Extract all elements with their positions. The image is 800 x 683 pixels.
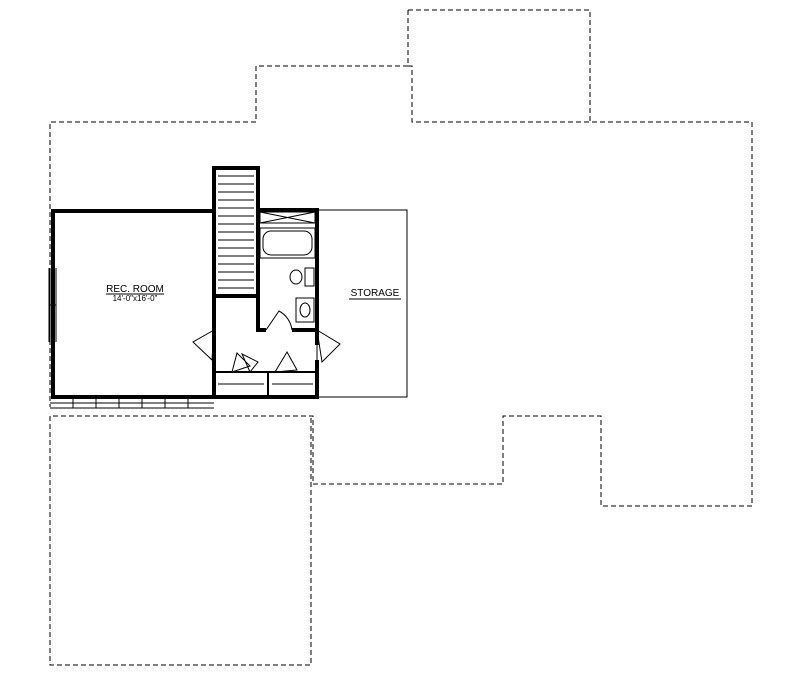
staircase: [212, 166, 260, 298]
rec-room-name: REC. ROOM: [106, 284, 164, 295]
storage-label: STORAGE: [349, 288, 401, 300]
storage-area: [316, 209, 408, 398]
deck-railing: [50, 397, 214, 409]
toilet-icon: [289, 269, 303, 285]
bathroom: [256, 208, 319, 332]
lower-level-outline: [49, 9, 753, 666]
storage-name: STORAGE: [351, 288, 400, 299]
bathtub-icon: [259, 227, 316, 259]
rec-room-dimensions: 14'-0"x16'-0": [113, 294, 158, 303]
rec-room-label: REC. ROOM 14'-0"x16'-0": [106, 284, 164, 303]
closets: [192, 296, 341, 399]
rec-room-walls: [48, 209, 216, 399]
sink-icon: [295, 297, 315, 323]
